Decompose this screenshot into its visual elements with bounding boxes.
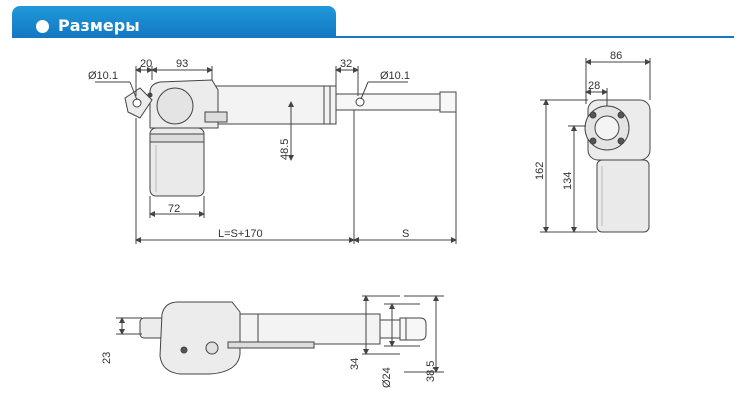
piston-rod: [335, 93, 449, 111]
gear-housing: [156, 87, 194, 125]
dim-top-right: 32: [340, 58, 352, 70]
motor-body: [149, 127, 205, 197]
top-dim-mid: 34: [349, 358, 361, 370]
actuator-tube: [211, 85, 337, 125]
end-dim-offset: 28: [588, 80, 600, 92]
hole-left-diameter: Ø10.1: [88, 70, 118, 82]
top-dim-right: 38.5: [425, 361, 437, 382]
side-view: [95, 66, 457, 244]
bullet-icon: [36, 20, 49, 33]
top-view: [116, 295, 444, 375]
end-dim-width: 86: [610, 50, 622, 62]
header-bar: Размеры: [12, 6, 336, 36]
section-title: Размеры: [58, 16, 140, 35]
top-cable: [227, 341, 315, 349]
top-tube: [239, 313, 381, 345]
rod-end: [439, 91, 457, 113]
dim-top-left: 20: [140, 58, 152, 70]
end-dim-total-height: 162: [534, 162, 546, 180]
top-rod-end: [399, 317, 427, 341]
end-motor: [596, 159, 650, 233]
rod-end-hole: [355, 97, 365, 107]
end-dim-body-height: 134: [562, 172, 574, 190]
top-rod: [379, 319, 401, 339]
top-dim-rod: Ø24: [381, 367, 393, 388]
dim-top-mid: 93: [176, 58, 188, 70]
dim-length: L=S+170: [218, 228, 263, 240]
top-dim-left: 23: [101, 352, 113, 364]
end-view: [540, 58, 651, 233]
dim-height: 48.5: [279, 139, 291, 160]
header-underline: [12, 36, 734, 38]
hole-right-diameter: Ø10.1: [380, 70, 410, 82]
top-gearbox: [159, 301, 241, 375]
dim-motor-width: 72: [168, 203, 180, 215]
dim-stroke: S: [402, 228, 409, 240]
